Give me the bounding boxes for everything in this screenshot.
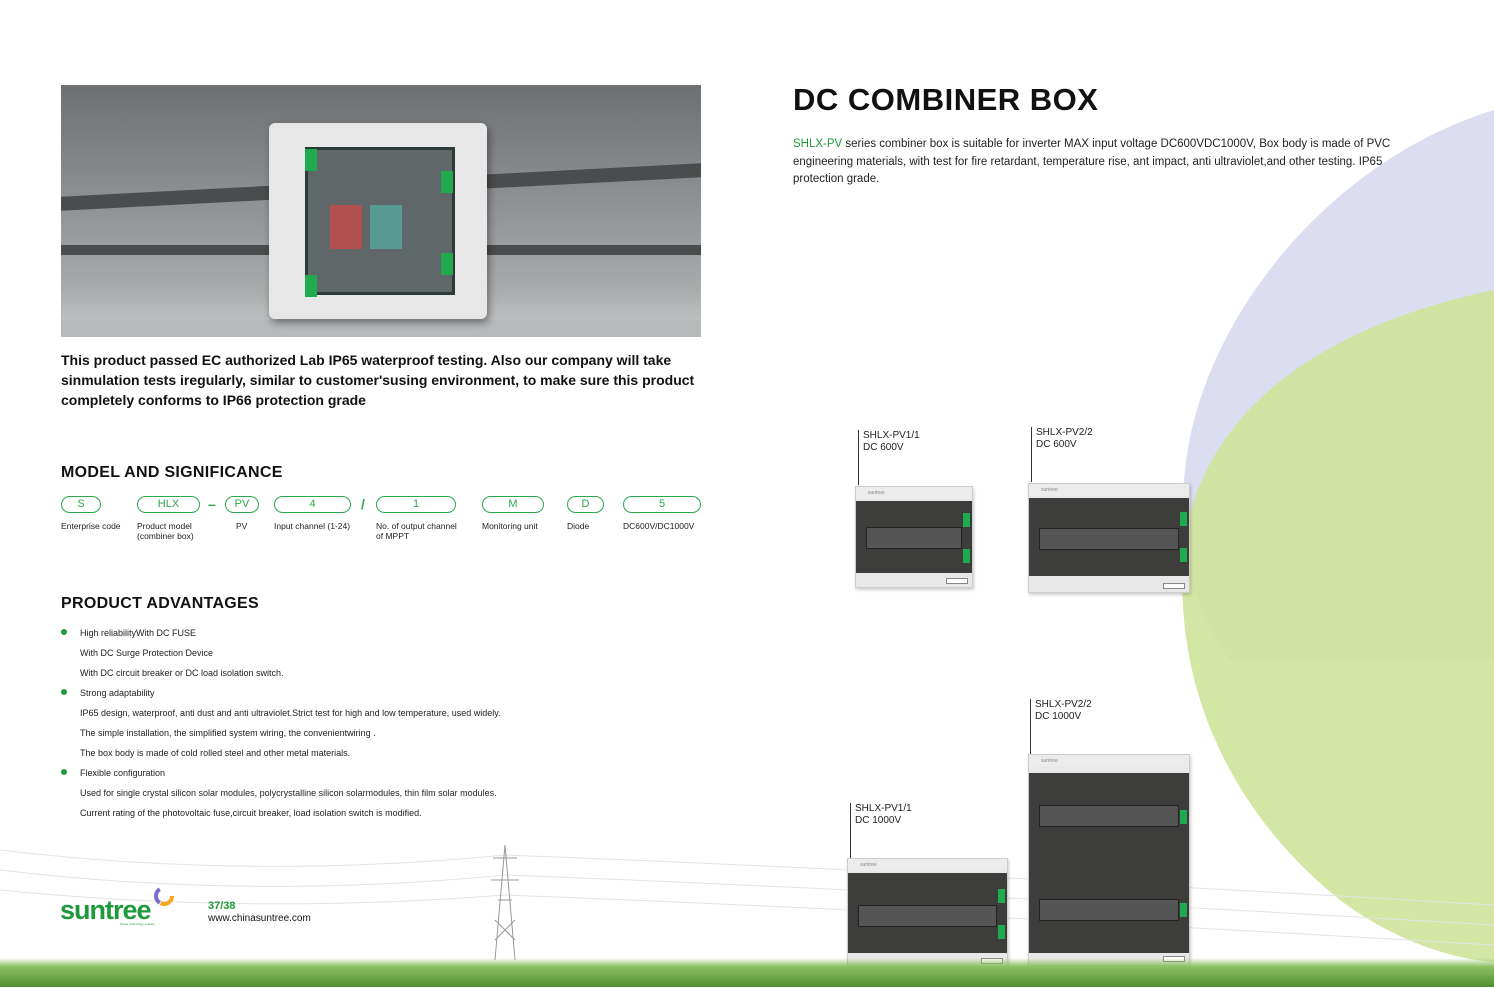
code-pill: HLX: [137, 496, 200, 513]
grass-border: [0, 958, 1494, 987]
bullet-icon: [61, 629, 67, 635]
advantage-detail: With DC circuit breaker or DC load isola…: [80, 668, 284, 678]
bullet-icon: [61, 689, 67, 695]
code-label: Input channel (1-24): [274, 521, 351, 531]
product-voltage: DC 1000V: [1035, 711, 1082, 722]
advantage-detail: Current rating of the photovoltaic fuse,…: [80, 808, 422, 818]
code-pill: M: [482, 496, 544, 513]
product-voltage: DC 600V: [1036, 439, 1077, 450]
suntree-logo: suntree Power technology solution: [60, 885, 175, 930]
code-pill: 4: [274, 496, 351, 513]
box-brand: suntree: [848, 859, 1007, 871]
box-brand: suntree: [856, 487, 972, 499]
box-brand: suntree: [1029, 755, 1189, 767]
code-label: No. of output channel of MPPT: [376, 521, 457, 541]
product-model: SHLX-PV2/2: [1035, 699, 1092, 710]
code-label: Enterprise code: [61, 521, 121, 531]
product-image-pv2-2-600v: suntree: [1028, 483, 1190, 593]
logo-text: suntree: [60, 895, 152, 925]
advantage-detail: Used for single crystal silicon solar mo…: [80, 788, 497, 798]
advantages-heading: PRODUCT ADVANTAGES: [61, 595, 259, 612]
code-label: DC600V/DC1000V: [623, 521, 695, 531]
product-image-pv1-1-600v: suntree: [855, 486, 973, 588]
code-pill: 1: [376, 496, 456, 513]
product-model: SHLX-PV1/1: [855, 803, 912, 814]
page-number: 37/38: [208, 900, 236, 912]
bullet-icon: [61, 769, 67, 775]
advantage-title: High reliabilityWith DC FUSE: [80, 628, 197, 638]
advantage-title: Strong adaptability: [80, 688, 155, 698]
advantage-title: Flexible configuration: [80, 768, 166, 778]
description: SHLX-PV series combiner box is suitable …: [793, 136, 1413, 189]
advantage-detail: With DC Surge Protection Device: [80, 648, 214, 658]
product-image-pv1-1-1000v: suntree: [847, 858, 1008, 968]
intro-text: This product passed EC authorized Lab IP…: [61, 352, 695, 408]
box-brand: suntree: [1029, 484, 1189, 496]
advantage-detail: IP65 design, waterproof, anti dust and a…: [80, 708, 501, 718]
product-voltage: DC 600V: [863, 442, 904, 453]
code-label: Product model (combiner box): [137, 521, 194, 541]
page-title: DC COMBINER BOX: [793, 82, 1099, 117]
code-label: PV: [236, 521, 248, 531]
advantage-detail: The simple installation, the simplified …: [80, 728, 376, 738]
code-label: Diode: [567, 521, 590, 531]
product-model: SHLX-PV2/2: [1036, 427, 1093, 438]
code-label: Monitoring unit: [482, 521, 538, 531]
product-voltage: DC 1000V: [855, 815, 902, 826]
pylon-icon: [491, 844, 519, 961]
separator: –: [208, 496, 216, 512]
advantage-detail: The box body is made of cold rolled stee…: [80, 748, 351, 758]
logo-tagline: Power technology solution: [120, 922, 156, 926]
product-photo: [61, 85, 701, 337]
description-text: series combiner box is suitable for inve…: [793, 138, 1391, 185]
logo-swirl-icon: [154, 886, 174, 906]
code-pill: 5: [623, 496, 701, 513]
separator: /: [361, 496, 365, 512]
power-lines: [0, 849, 1494, 946]
product-model: SHLX-PV1/1: [863, 430, 920, 441]
green-leaf-shape: [1182, 290, 1494, 962]
model-heading: MODEL AND SIGNIFICANCE: [61, 464, 283, 481]
code-pill: D: [567, 496, 604, 513]
product-image-pv2-2-1000v: suntree: [1028, 754, 1190, 966]
code-pill: S: [61, 496, 101, 513]
code-pill: PV: [225, 496, 259, 513]
website-link[interactable]: www.chinasuntree.com: [208, 913, 311, 924]
series-name: SHLX-PV: [793, 138, 843, 150]
